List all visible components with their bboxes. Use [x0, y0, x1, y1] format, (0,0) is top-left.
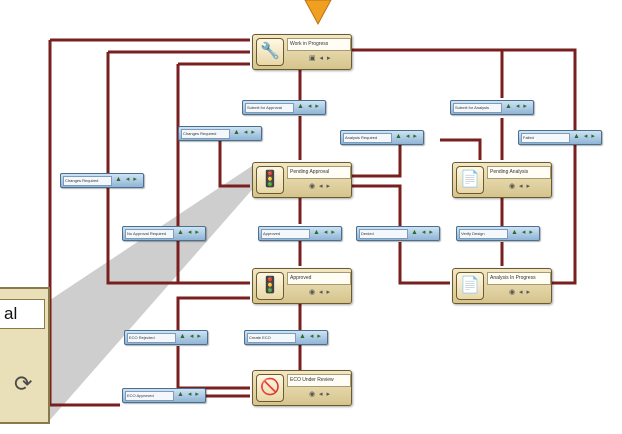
- state-pending-approval[interactable]: 🚦 Pending Approval ◉ ◂ ▸: [252, 162, 352, 198]
- transition-controls[interactable]: ▲ ◂ ▸: [505, 103, 528, 110]
- state-label: Work in Progress: [287, 38, 351, 51]
- transition-no-approval-required[interactable]: No Approval Required ▲ ◂ ▸: [122, 226, 206, 241]
- transition-label: Verify Design: [459, 229, 508, 239]
- transition-eco-rejected[interactable]: ECO Rejected ▲ ◂ ▸: [124, 330, 208, 345]
- callout-label: al: [0, 299, 45, 329]
- magnified-callout: al ⟳: [0, 287, 50, 424]
- state-label: Pending Approval: [287, 166, 351, 179]
- transition-controls[interactable]: ▲ ◂ ▸: [411, 229, 434, 236]
- transition-controls[interactable]: ▲ ◂ ▸: [177, 229, 200, 236]
- transition-controls[interactable]: ▲ ◂ ▸: [179, 333, 202, 340]
- transition-changes-required-2[interactable]: Changes Required ▲ ◂ ▸: [60, 173, 144, 188]
- transition-controls[interactable]: ▲ ◂ ▸: [299, 333, 322, 340]
- transition-label: Approved: [261, 229, 310, 239]
- transition-label: Analysis Required: [343, 133, 392, 143]
- state-work-in-progress[interactable]: 🔧 Work in Progress ▣ ◂ ▸: [252, 34, 352, 70]
- transition-label: Failed: [521, 133, 570, 143]
- state-controls[interactable]: ◉ ◂ ▸: [309, 391, 332, 398]
- state-label: ECO Under Review: [287, 374, 351, 387]
- document-icon: 📄: [456, 166, 484, 194]
- transition-label: Submit for Analysis: [453, 103, 502, 113]
- state-approved[interactable]: 🚦 Approved ◉ ◂ ▸: [252, 268, 352, 304]
- transition-create-eco[interactable]: Create ECO ▲ ◂ ▸: [244, 330, 328, 345]
- transition-denied[interactable]: Denied ▲ ◂ ▸: [356, 226, 440, 241]
- transition-label: No Approval Required: [125, 229, 174, 239]
- traffic-light-icon: 🚦: [256, 272, 284, 300]
- wrench-icon: 🔧: [256, 38, 284, 66]
- traffic-light-icon: 🚦: [256, 166, 284, 194]
- transition-approved[interactable]: Approved ▲ ◂ ▸: [258, 226, 342, 241]
- transition-submit-for-analysis[interactable]: Submit for Analysis ▲ ◂ ▸: [450, 100, 534, 115]
- transition-label: Denied: [359, 229, 408, 239]
- state-controls[interactable]: ◉ ◂ ▸: [509, 289, 532, 296]
- transition-label: ECO Rejected: [127, 333, 176, 343]
- transition-label: Create ECO: [247, 333, 296, 343]
- state-controls[interactable]: ◉ ◂ ▸: [309, 183, 332, 190]
- state-analysis-in-progress[interactable]: 📄 Analysis In Progress ◉ ◂ ▸: [452, 268, 552, 304]
- orange-arrow-icon: [304, 0, 332, 26]
- transition-controls[interactable]: ▲ ◂ ▸: [511, 229, 534, 236]
- transition-controls[interactable]: ▲ ◂ ▸: [395, 133, 418, 140]
- refresh-icon: ⟳: [14, 371, 33, 396]
- transition-verify-design[interactable]: Verify Design ▲ ◂ ▸: [456, 226, 540, 241]
- state-controls[interactable]: ◉ ◂ ▸: [309, 289, 332, 296]
- state-eco-under-review[interactable]: 🚫 ECO Under Review ◉ ◂ ▸: [252, 370, 352, 406]
- transition-submit-for-approval[interactable]: Submit for Approval ▲ ◂ ▸: [242, 100, 326, 115]
- transition-failed[interactable]: Failed ▲ ◂ ▸: [518, 130, 602, 145]
- state-label: Approved: [287, 272, 351, 285]
- callout-wedge: [50, 162, 258, 420]
- transition-analysis-required[interactable]: Analysis Required ▲ ◂ ▸: [340, 130, 424, 145]
- transition-label: Changes Required: [63, 176, 112, 186]
- transition-controls[interactable]: ▲ ◂ ▸: [297, 103, 320, 110]
- state-label: Pending Analysis: [487, 166, 551, 179]
- state-label: Analysis In Progress: [487, 272, 551, 285]
- no-entry-icon: 🚫: [256, 374, 284, 402]
- document-icon: 📄: [456, 272, 484, 300]
- transition-controls[interactable]: ▲ ◂ ▸: [233, 129, 256, 136]
- transition-controls[interactable]: ▲ ◂ ▸: [313, 229, 336, 236]
- transition-label: Submit for Approval: [245, 103, 294, 113]
- transition-changes-required-1[interactable]: Changes Required ▲ ◂ ▸: [178, 126, 262, 141]
- transition-controls[interactable]: ▲ ◂ ▸: [177, 391, 200, 398]
- transition-controls[interactable]: ▲ ◂ ▸: [115, 176, 138, 183]
- state-controls[interactable]: ◉ ◂ ▸: [509, 183, 532, 190]
- transition-controls[interactable]: ▲ ◂ ▸: [573, 133, 596, 140]
- transition-eco-approved[interactable]: ECO Approved ▲ ◂ ▸: [122, 388, 206, 403]
- state-pending-analysis[interactable]: 📄 Pending Analysis ◉ ◂ ▸: [452, 162, 552, 198]
- connector-lines: [48, 38, 577, 407]
- transition-label: Changes Required: [181, 129, 230, 139]
- state-controls[interactable]: ▣ ◂ ▸: [309, 55, 332, 62]
- transition-label: ECO Approved: [125, 391, 174, 401]
